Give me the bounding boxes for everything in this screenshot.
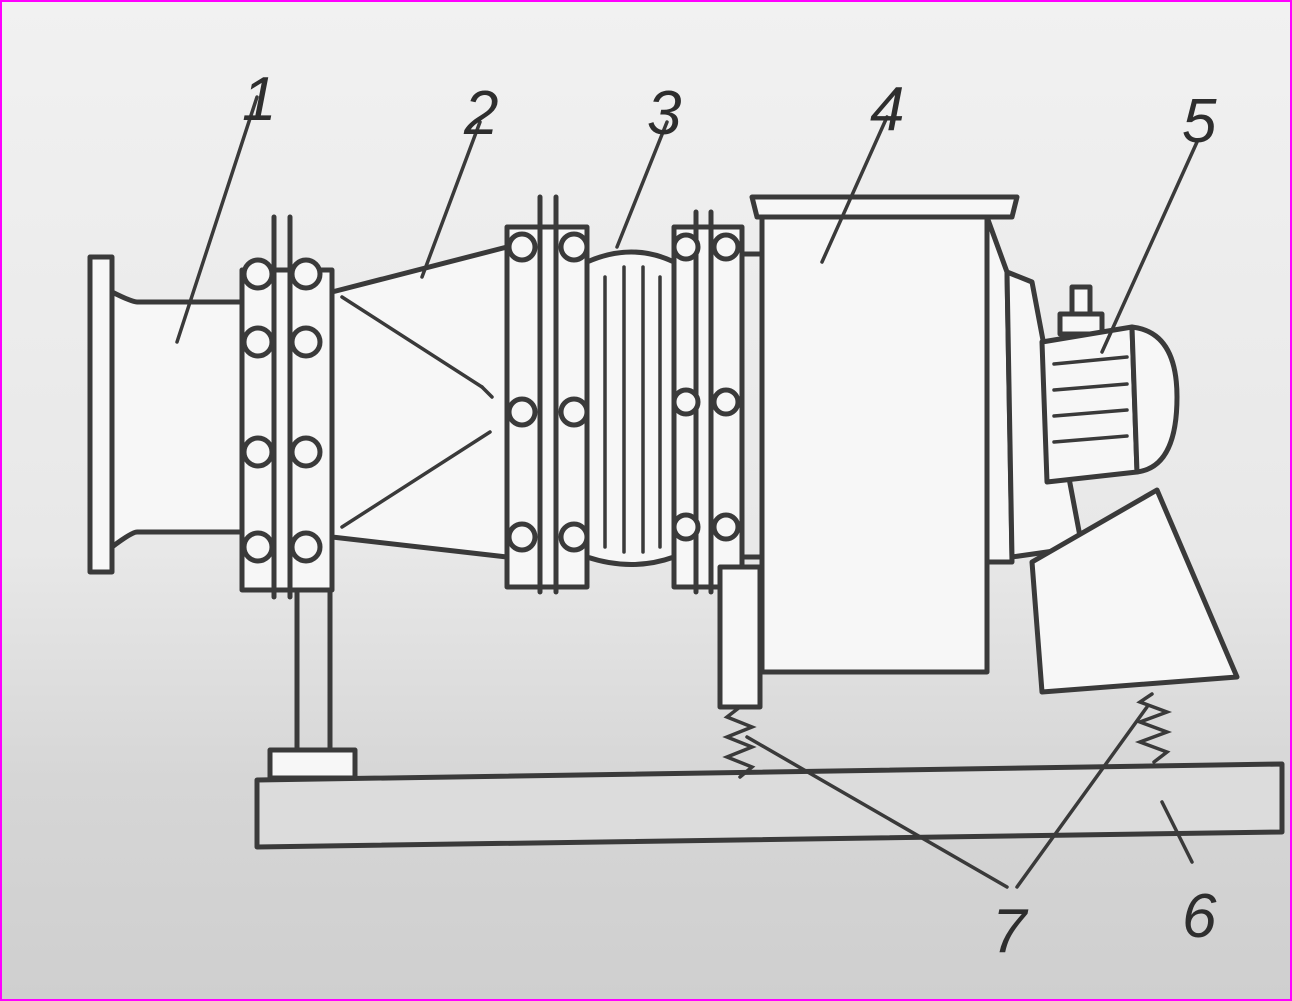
left-spring-support [717, 564, 763, 779]
label-1: 1 [242, 65, 276, 134]
electric-motor [1039, 284, 1180, 485]
leader-lines [175, 95, 1199, 889]
label-4: 4 [870, 75, 904, 144]
motor-mount [1029, 487, 1240, 764]
label-5: 5 [1182, 87, 1217, 156]
base-frame [254, 747, 1285, 850]
support-legs [294, 589, 333, 753]
label-3: 3 [647, 79, 681, 148]
flange-middle [504, 194, 590, 595]
cone-section [329, 244, 510, 560]
label-2: 2 [463, 79, 498, 148]
label-7: 7 [992, 897, 1029, 966]
housing [749, 194, 1085, 675]
inlet-pipe [87, 254, 245, 575]
flange-left [239, 214, 335, 600]
flange-right [671, 209, 765, 595]
cylindrical-body [584, 249, 677, 567]
part-labels: 1 2 3 4 5 6 7 [242, 65, 1217, 966]
label-6: 6 [1182, 882, 1217, 951]
